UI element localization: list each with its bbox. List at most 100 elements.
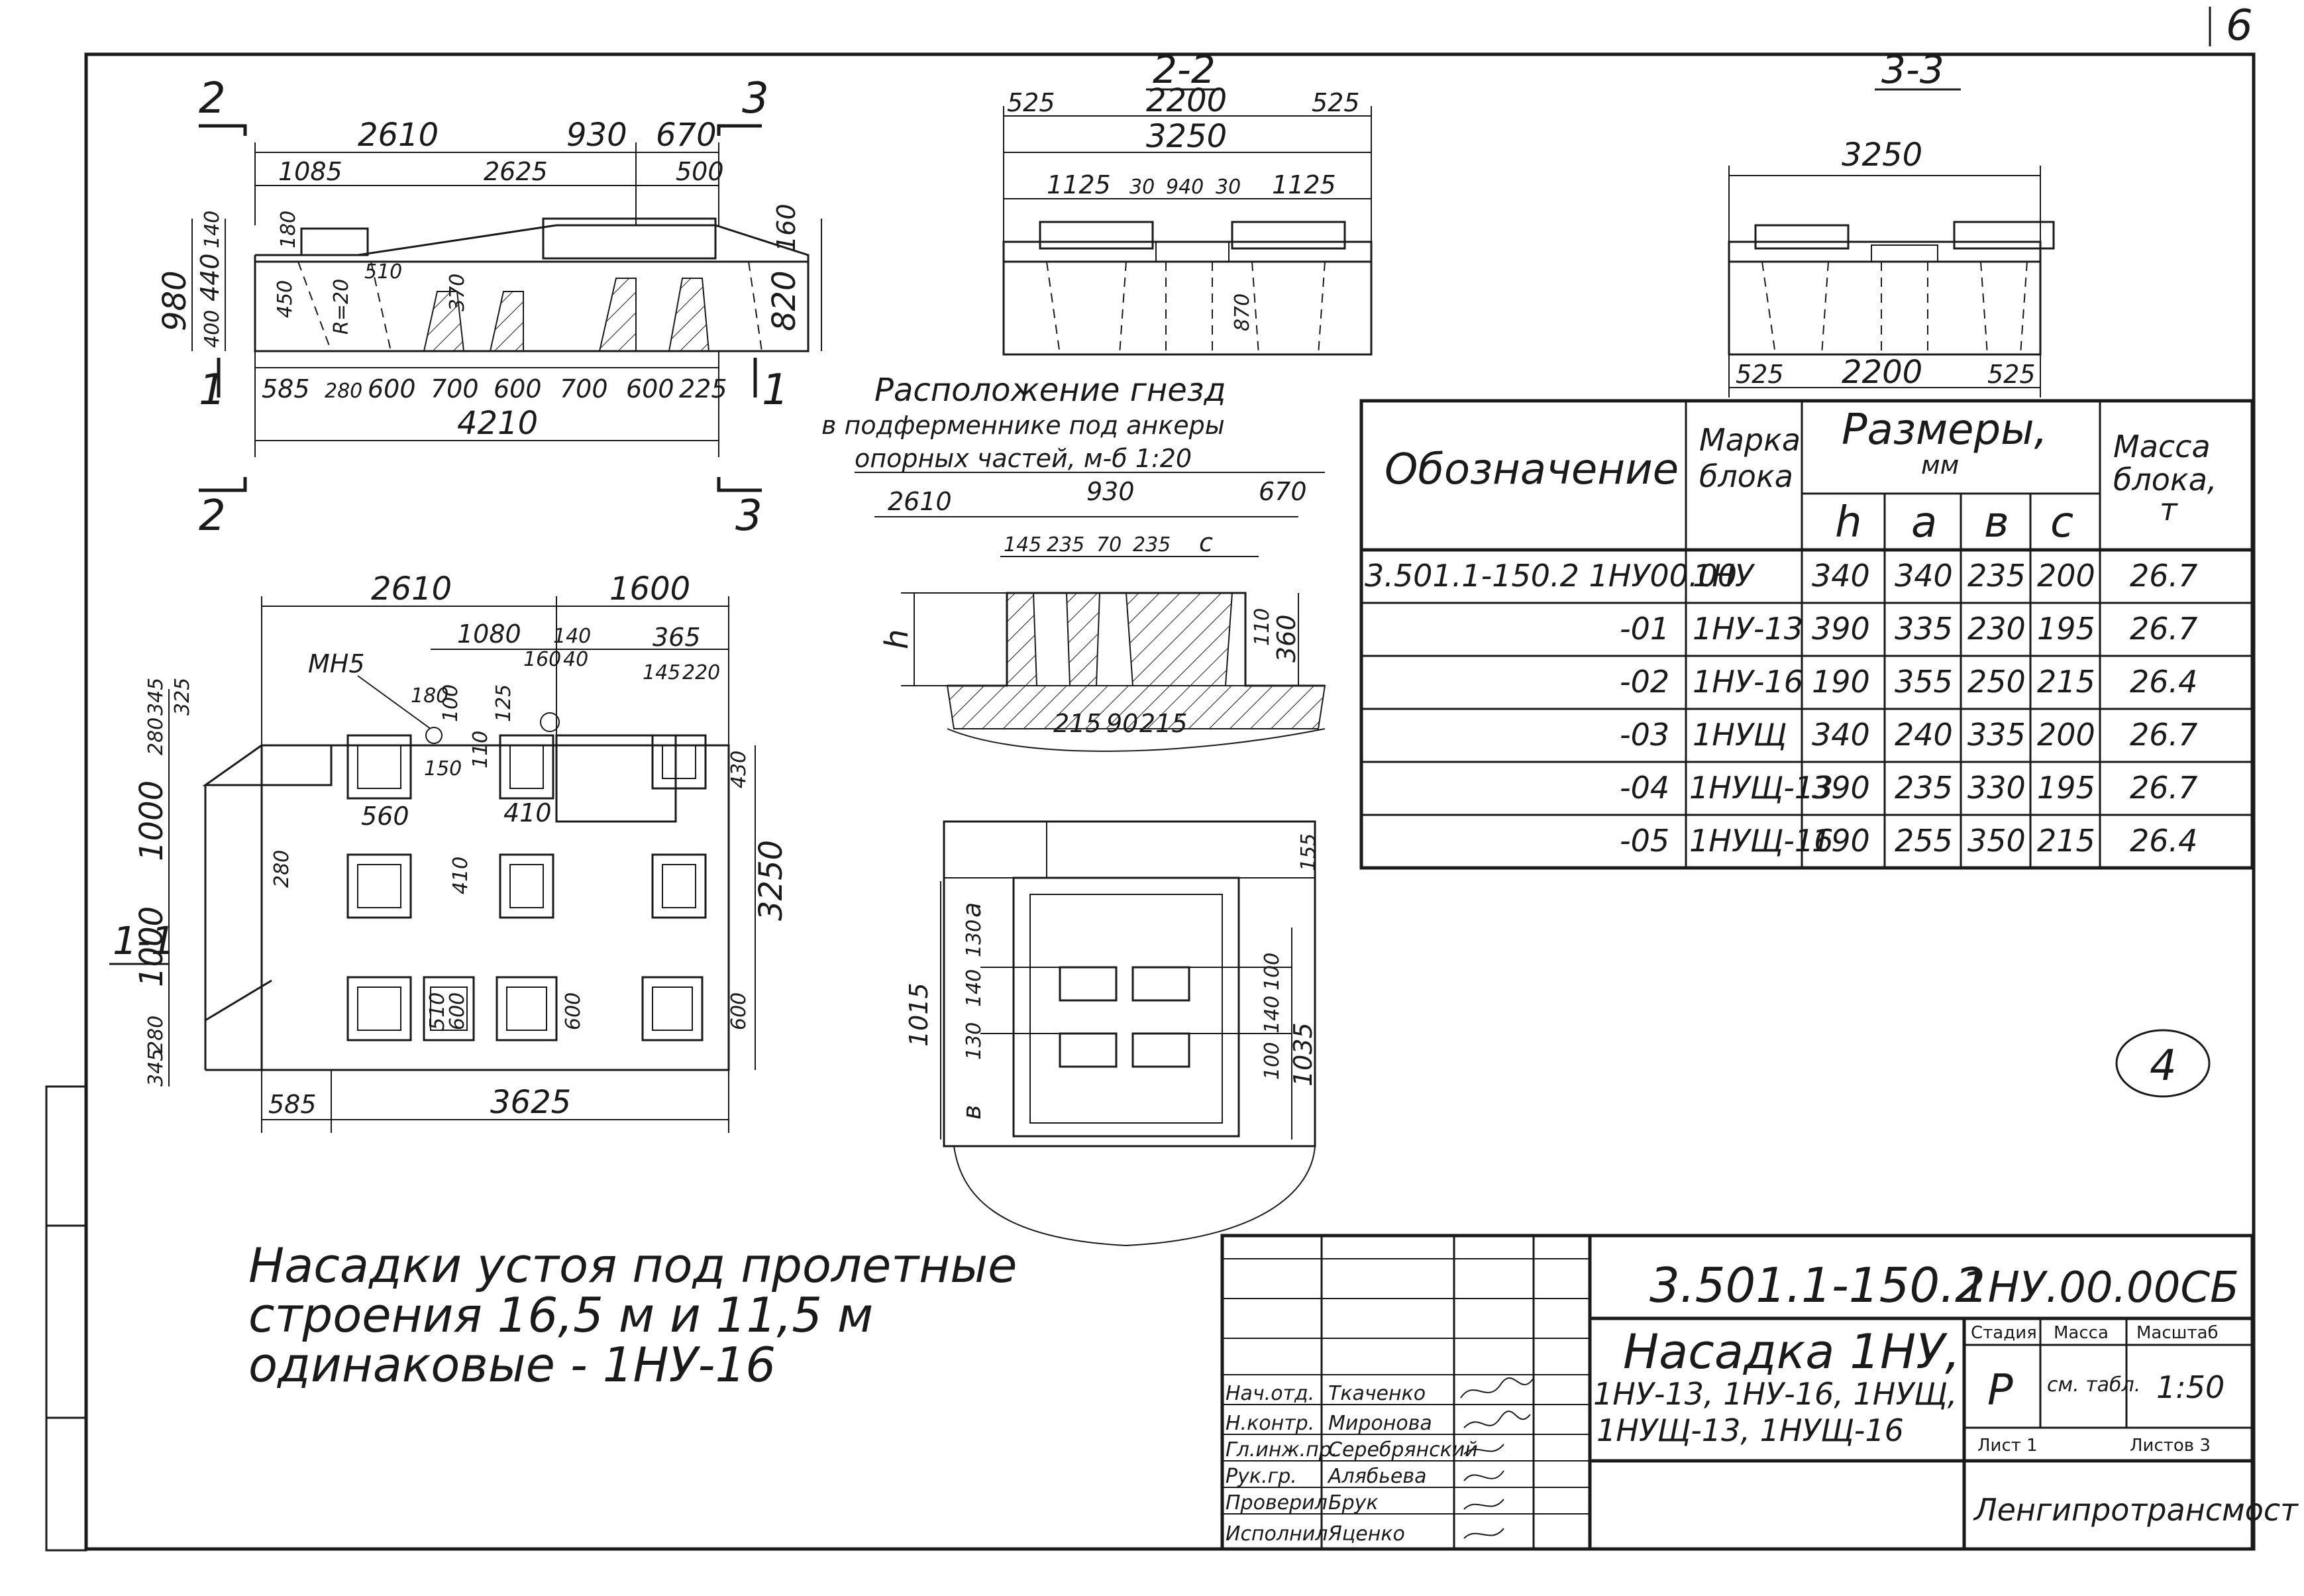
signature-marks <box>1460 1377 1534 1539</box>
table-row: 3.501.1-150.2 1НУ00.00 1НУ 340 340 235 2… <box>1365 558 2197 594</box>
cell-a: 340 <box>1895 558 1953 594</box>
table-row: -04 1НУЩ-13 390 235 330 195 26.7 <box>1620 770 2197 806</box>
dim-plan-585: 585 <box>268 1090 317 1119</box>
cell-brand: 1НУ <box>1693 558 1755 594</box>
title-name-line-1: Насадка 1НУ, <box>1623 1324 1960 1379</box>
dim-elev-r20: R=20 <box>330 279 353 335</box>
dim-elev-140: 140 <box>201 211 224 248</box>
dim-plan-l1000b: 1000 <box>133 906 170 987</box>
dim-elev-160: 160 <box>772 203 801 252</box>
dim-detail-155: 155 <box>1297 833 1320 871</box>
table-row: -03 1НУЩ 340 240 335 200 26.7 <box>1620 717 2197 753</box>
detail-view: 1015 130 140 130 a в 100 140 100 1035 15… <box>904 820 1320 1247</box>
dim-nest-2610: 2610 <box>888 487 952 516</box>
role-name: Брук <box>1328 1491 1379 1515</box>
role-name: Ткаченко <box>1328 1382 1426 1405</box>
cell-b: 235 <box>1967 558 2026 594</box>
cell-brand: 1НУЩ-16 <box>1689 823 1833 859</box>
section-2-2-title: 2-2 <box>1153 47 1216 92</box>
cell-a: 240 <box>1895 717 1953 753</box>
cell-mass: 26.4 <box>2130 823 2197 859</box>
dim-plan-i180: 180 <box>411 684 448 708</box>
label-sheet: Лист 1 <box>1977 1436 2038 1456</box>
title-block: 3.501.1-150.2 1НУ.00.00СБ Насадка 1НУ, 1… <box>1220 1234 2299 1551</box>
section-mark-1-left: 1 <box>199 366 226 415</box>
dim-nest-70: 70 <box>1096 533 1122 557</box>
section-2-2-view: 2-2 525 2200 525 3250 1125 30 940 30 112… <box>1002 47 1373 356</box>
nest-title-line1: Расположение гнезд <box>874 372 1226 409</box>
nest-layout-view: Расположение гнезд в подферменнике под а… <box>821 372 1326 752</box>
dim-s33-2200: 2200 <box>1842 354 1922 391</box>
dim-s22-1125a: 1125 <box>1047 170 1111 199</box>
table-row: -02 1НУ-16 190 355 250 215 26.4 <box>1620 664 2197 700</box>
title-name-line-2: 1НУ-13, 1НУ-16, 1НУЩ, <box>1593 1376 1957 1412</box>
cell-mass: 26.7 <box>2130 717 2197 753</box>
dim-nest-145: 145 <box>1004 533 1041 557</box>
cell-c: 200 <box>2037 717 2095 753</box>
cell-c: 215 <box>2037 823 2095 859</box>
circle-mark: 4 <box>2115 1029 2211 1098</box>
dim-plan-l345a: 345 <box>144 678 168 716</box>
th-col-h: h <box>1835 498 1862 547</box>
dim-plan-220: 220 <box>682 661 720 684</box>
title-name-line-3: 1НУЩ-13, 1НУЩ-16 <box>1597 1412 1904 1448</box>
organization-name: Ленгипротрансмост <box>1973 1492 2299 1528</box>
dim-plan-i110: 110 <box>469 731 492 769</box>
dim-elev-180: 180 <box>277 211 300 248</box>
section-mark-2-bottom: 2 <box>199 492 226 541</box>
dim-detail-130b: 130 <box>963 920 986 957</box>
dim-plan-365: 365 <box>653 623 701 652</box>
dim-plan-i410a: 410 <box>503 798 552 827</box>
dim-elev-600a: 600 <box>368 374 416 403</box>
dim-plan-i510: 510 <box>426 992 449 1030</box>
dim-detail-140: 140 <box>963 969 986 1007</box>
cell-h: 340 <box>1812 558 1870 594</box>
cell-designation: -04 <box>1620 770 1669 806</box>
dim-elev-500: 500 <box>676 157 724 186</box>
dim-plan-i150: 150 <box>424 757 462 780</box>
cell-b: 230 <box>1967 611 2026 647</box>
doc-mark: 1НУ.00.00СБ <box>1961 1263 2239 1312</box>
cell-a: 235 <box>1895 770 1953 806</box>
spec-table: Обозначение Марка блока Размеры, мм Масс… <box>1359 399 2254 870</box>
cell-brand: 1НУ-16 <box>1693 664 1803 700</box>
dim-elev-400: 400 <box>201 310 224 348</box>
dim-detail-130a: 130 <box>963 1022 986 1060</box>
cell-mass: 26.7 <box>2130 611 2197 647</box>
drawing-note: Насадки устоя под пролетные строения 16,… <box>248 1238 1017 1393</box>
doc-code: 3.501.1-150.2 <box>1649 1257 1985 1313</box>
role-name: Серебрянский <box>1328 1438 1478 1462</box>
cell-mass: 26.4 <box>2130 664 2197 700</box>
dim-s22-30a: 30 <box>1129 176 1155 199</box>
dim-nest-c: c <box>1199 528 1213 557</box>
dim-s33-525b: 525 <box>1987 360 2036 389</box>
dim-elev-1085: 1085 <box>278 157 342 186</box>
cell-c: 195 <box>2037 611 2095 647</box>
cell-h: 190 <box>1812 664 1870 700</box>
cell-h: 390 <box>1812 611 1870 647</box>
cell-mass: 26.7 <box>2130 770 2197 806</box>
cell-b: 350 <box>1967 823 2026 859</box>
dim-elev-670: 670 <box>656 117 717 154</box>
label-mass: Масса <box>2054 1323 2109 1343</box>
note-line-2: строения 16,5 м и 11,5 м <box>248 1287 873 1343</box>
dim-plan-140: 140 <box>553 625 591 648</box>
section-mark-1-right: 1 <box>762 366 789 415</box>
plan-title: 1-1 <box>113 918 176 963</box>
dim-nest-215b: 215 <box>1139 709 1188 738</box>
dim-plan-1600: 1600 <box>609 570 690 608</box>
dim-plan-3625: 3625 <box>490 1084 571 1121</box>
dim-plan-l280b: 280 <box>144 1016 168 1053</box>
role-label: Н.контр. <box>1226 1412 1314 1435</box>
dim-detail-140r: 140 <box>1261 996 1284 1034</box>
cell-designation: -03 <box>1620 717 1669 753</box>
dim-elev-700a: 700 <box>431 374 479 403</box>
dim-plan-40: 40 <box>563 648 588 671</box>
cell-h: 340 <box>1812 717 1870 753</box>
dim-elev-4210: 4210 <box>457 405 538 442</box>
dim-elev-820: 820 <box>766 270 803 331</box>
cell-brand: 1НУ-13 <box>1693 611 1803 647</box>
cell-a: 255 <box>1895 823 1953 859</box>
dim-nest-235b: 235 <box>1133 533 1171 557</box>
dim-elev-2625: 2625 <box>484 157 548 186</box>
